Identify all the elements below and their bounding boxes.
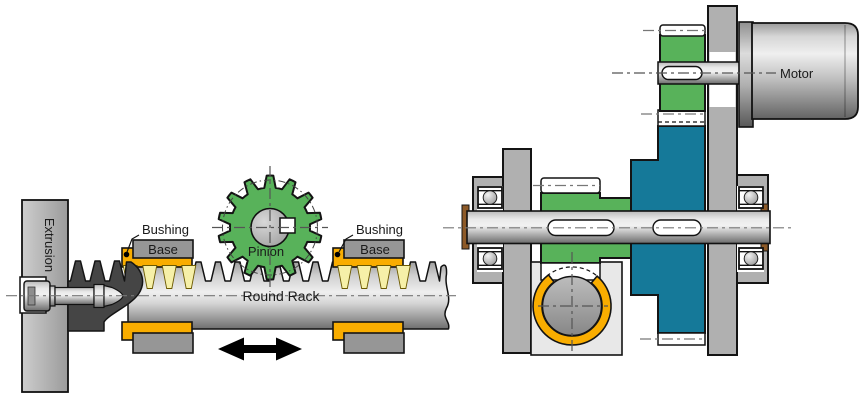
bearing-ball bbox=[482, 251, 498, 266]
base-label-left: Base bbox=[148, 242, 178, 257]
bushing-leader-dot-right bbox=[334, 251, 341, 258]
bearing-bottom-left bbox=[477, 247, 503, 270]
base-upper-block bbox=[132, 239, 194, 259]
large-gear-top-teeth-band bbox=[657, 109, 706, 127]
base-upper-block bbox=[343, 239, 405, 259]
left-side-plate bbox=[502, 148, 532, 354]
base-label-right: Base bbox=[360, 242, 390, 257]
bearing-ball bbox=[743, 190, 759, 205]
bushing-leader-right bbox=[338, 234, 354, 253]
motor-body bbox=[751, 22, 859, 120]
bushing-leader-dot-left bbox=[123, 251, 130, 258]
base-lower-block bbox=[343, 332, 405, 354]
bearing-ball bbox=[482, 190, 498, 205]
round-rack-label: Round Rack bbox=[242, 288, 320, 304]
bearing-bottom-right bbox=[738, 247, 764, 270]
pinion-gear: Pinion bbox=[212, 166, 328, 292]
bushing-label-right: Bushing bbox=[356, 222, 403, 237]
gearbox-side-view: Motor bbox=[443, 5, 859, 356]
bushing-leader-left bbox=[126, 234, 140, 253]
motor-label: Motor bbox=[780, 66, 814, 81]
bushing-ring-section bbox=[532, 273, 612, 346]
ball-bearings bbox=[477, 186, 764, 270]
motor-flange bbox=[738, 21, 754, 128]
linear-motion-arrow bbox=[218, 337, 302, 361]
pinion-keyway bbox=[279, 217, 296, 234]
bearing-top-left bbox=[477, 186, 503, 209]
rack-front-view: Extrusion bbox=[6, 166, 456, 393]
bushing-label-left: Bushing bbox=[142, 222, 189, 237]
bushing-inner-teeth bbox=[122, 265, 411, 289]
bushing-assembly-left bbox=[121, 239, 194, 354]
bearing-ball bbox=[743, 251, 759, 266]
base-lower-block bbox=[132, 332, 194, 354]
bearing-top-right bbox=[738, 186, 764, 209]
pinion-label: Pinion bbox=[248, 244, 284, 259]
extrusion-label: Extrusion bbox=[42, 218, 57, 272]
bushing-assembly-right bbox=[332, 239, 405, 354]
